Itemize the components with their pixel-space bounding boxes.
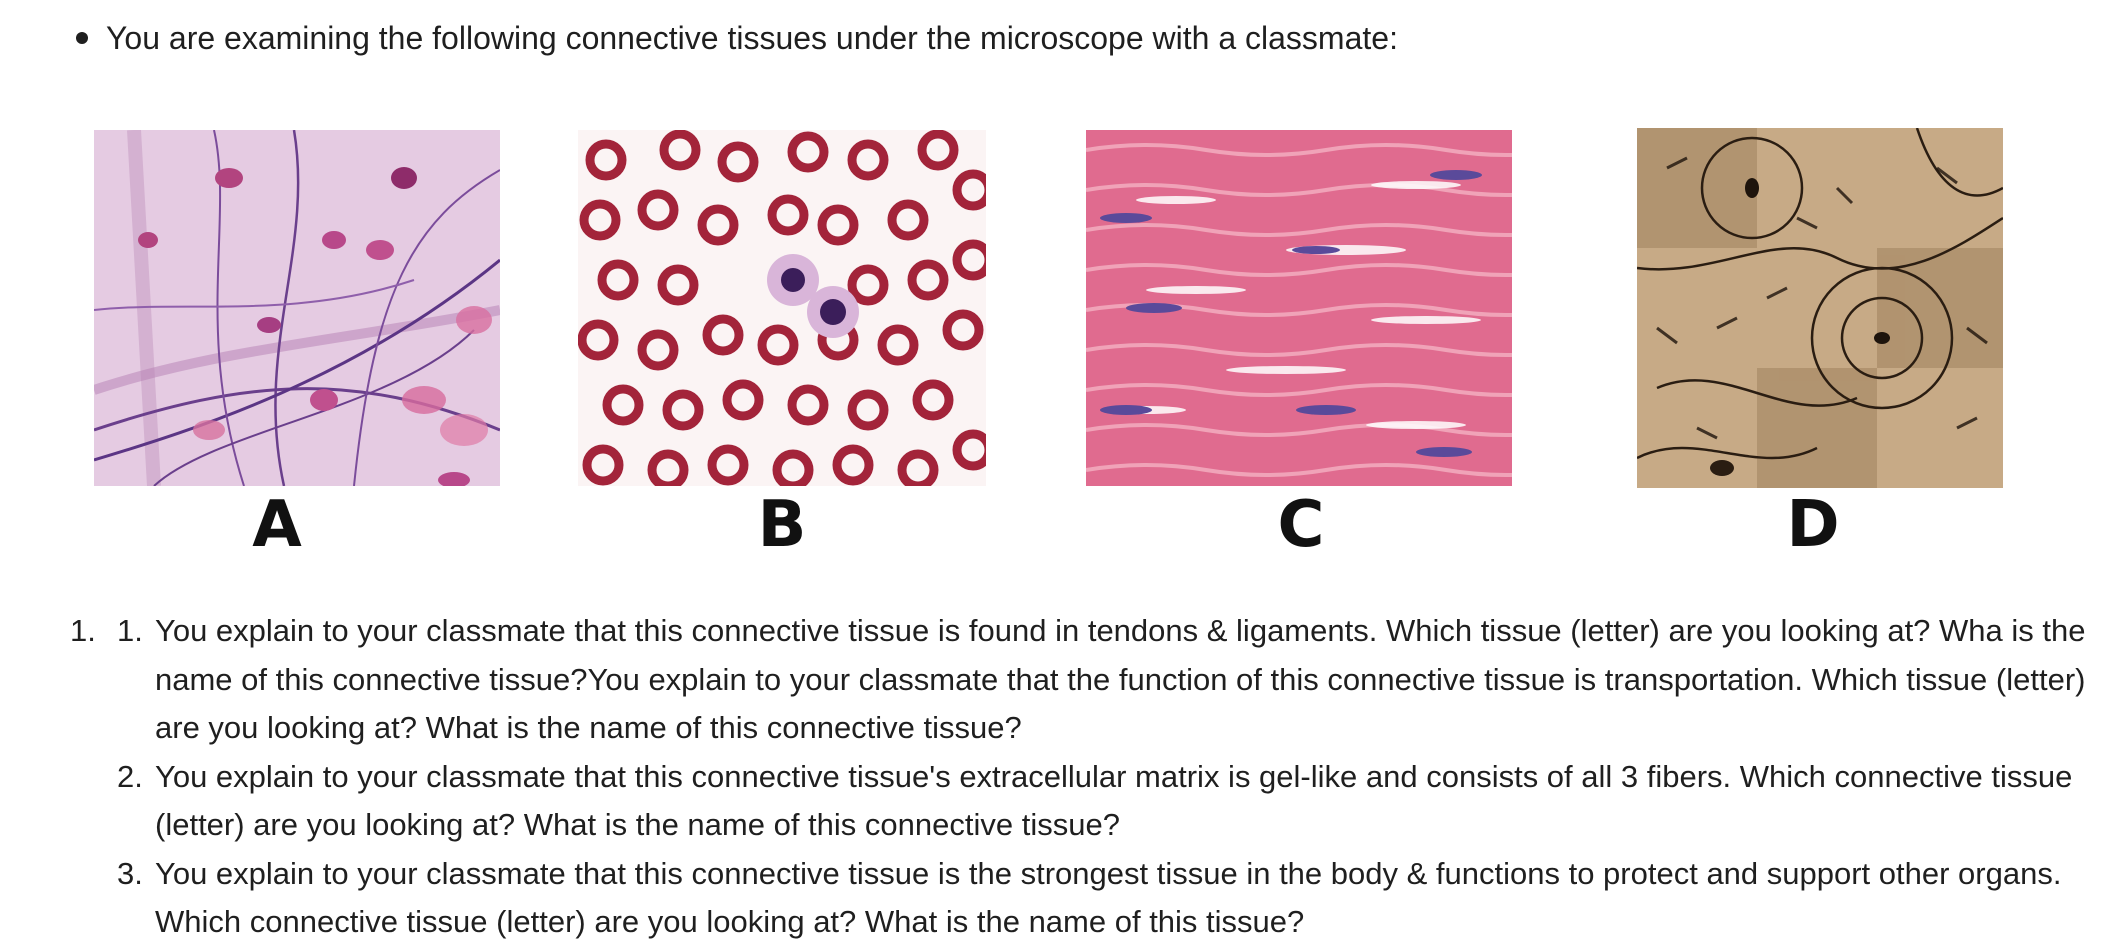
question-item: 2. You explain to your classmate that th… (70, 753, 2090, 850)
question-text: You explain to your classmate that this … (155, 613, 2086, 745)
image-label-b: B (757, 488, 807, 562)
tissue-image-d (1637, 128, 2003, 488)
image-label-d: D (1786, 488, 1840, 562)
image-label-c: C (1277, 488, 1325, 562)
tissue-image-a (94, 130, 500, 486)
intro-line: You are examining the following connecti… (72, 16, 1398, 60)
question-number: 2. (117, 758, 143, 794)
intro-text: You are examining the following connecti… (106, 20, 1398, 56)
question-number: 1. (117, 613, 143, 648)
question-list: 1. 1. You explain to your classmate that… (70, 607, 2090, 947)
image-label-a: A (252, 488, 302, 562)
question-item: 3. You explain to your classmate that th… (70, 850, 2090, 947)
tissue-image-b (578, 130, 986, 486)
question-text: You explain to your classmate that this … (155, 855, 2062, 940)
outer-list-number: 1. (70, 613, 96, 648)
question-text: You explain to your classmate that this … (155, 758, 2073, 843)
bullet-icon (76, 32, 88, 44)
question-number: 3. (117, 855, 143, 891)
tissue-image-c (1086, 130, 1512, 486)
question-item: 1. You explain to your classmate that th… (70, 607, 2090, 753)
